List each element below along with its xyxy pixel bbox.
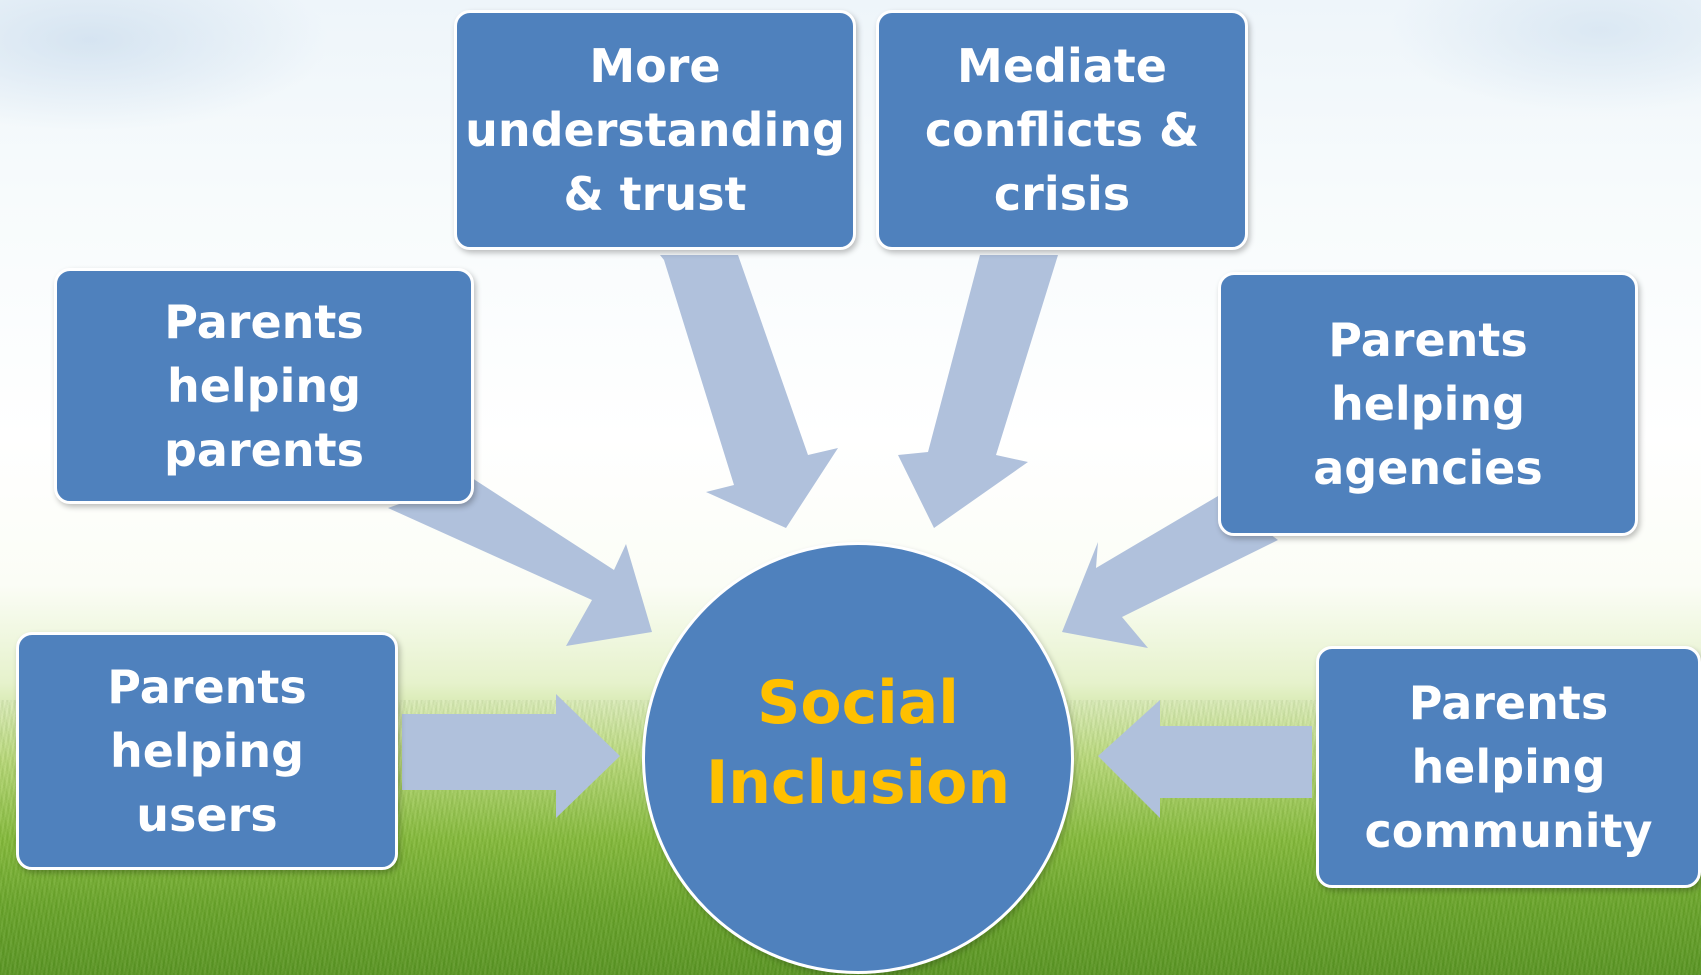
node-label: Parents helping users [107, 660, 307, 842]
center-social-inclusion: Social Inclusion [642, 542, 1074, 974]
center-label: Social Inclusion [705, 668, 1011, 818]
arrow-helping-agencies [1062, 496, 1278, 648]
node-label: More understanding & trust [465, 39, 845, 221]
arrow-mediate [898, 255, 1058, 528]
arrow-helping-parents [388, 478, 652, 646]
node-more-understanding-trust: More understanding & trust [454, 10, 856, 250]
node-label: Mediate conflicts & crisis [924, 39, 1200, 221]
node-parents-helping-agencies: Parents helping agencies [1218, 272, 1638, 536]
node-parents-helping-users: Parents helping users [16, 632, 398, 870]
node-label: Parents helping agencies [1313, 313, 1543, 495]
arrow-helping-community [1098, 700, 1312, 818]
node-parents-helping-parents: Parents helping parents [54, 268, 474, 504]
arrow-helping-users [402, 694, 620, 818]
arrow-understanding [660, 255, 838, 528]
node-mediate-conflicts-crisis: Mediate conflicts & crisis [876, 10, 1248, 250]
node-label: Parents helping community [1364, 676, 1653, 858]
node-parents-helping-community: Parents helping community [1316, 646, 1701, 888]
node-label: Parents helping parents [164, 295, 364, 477]
